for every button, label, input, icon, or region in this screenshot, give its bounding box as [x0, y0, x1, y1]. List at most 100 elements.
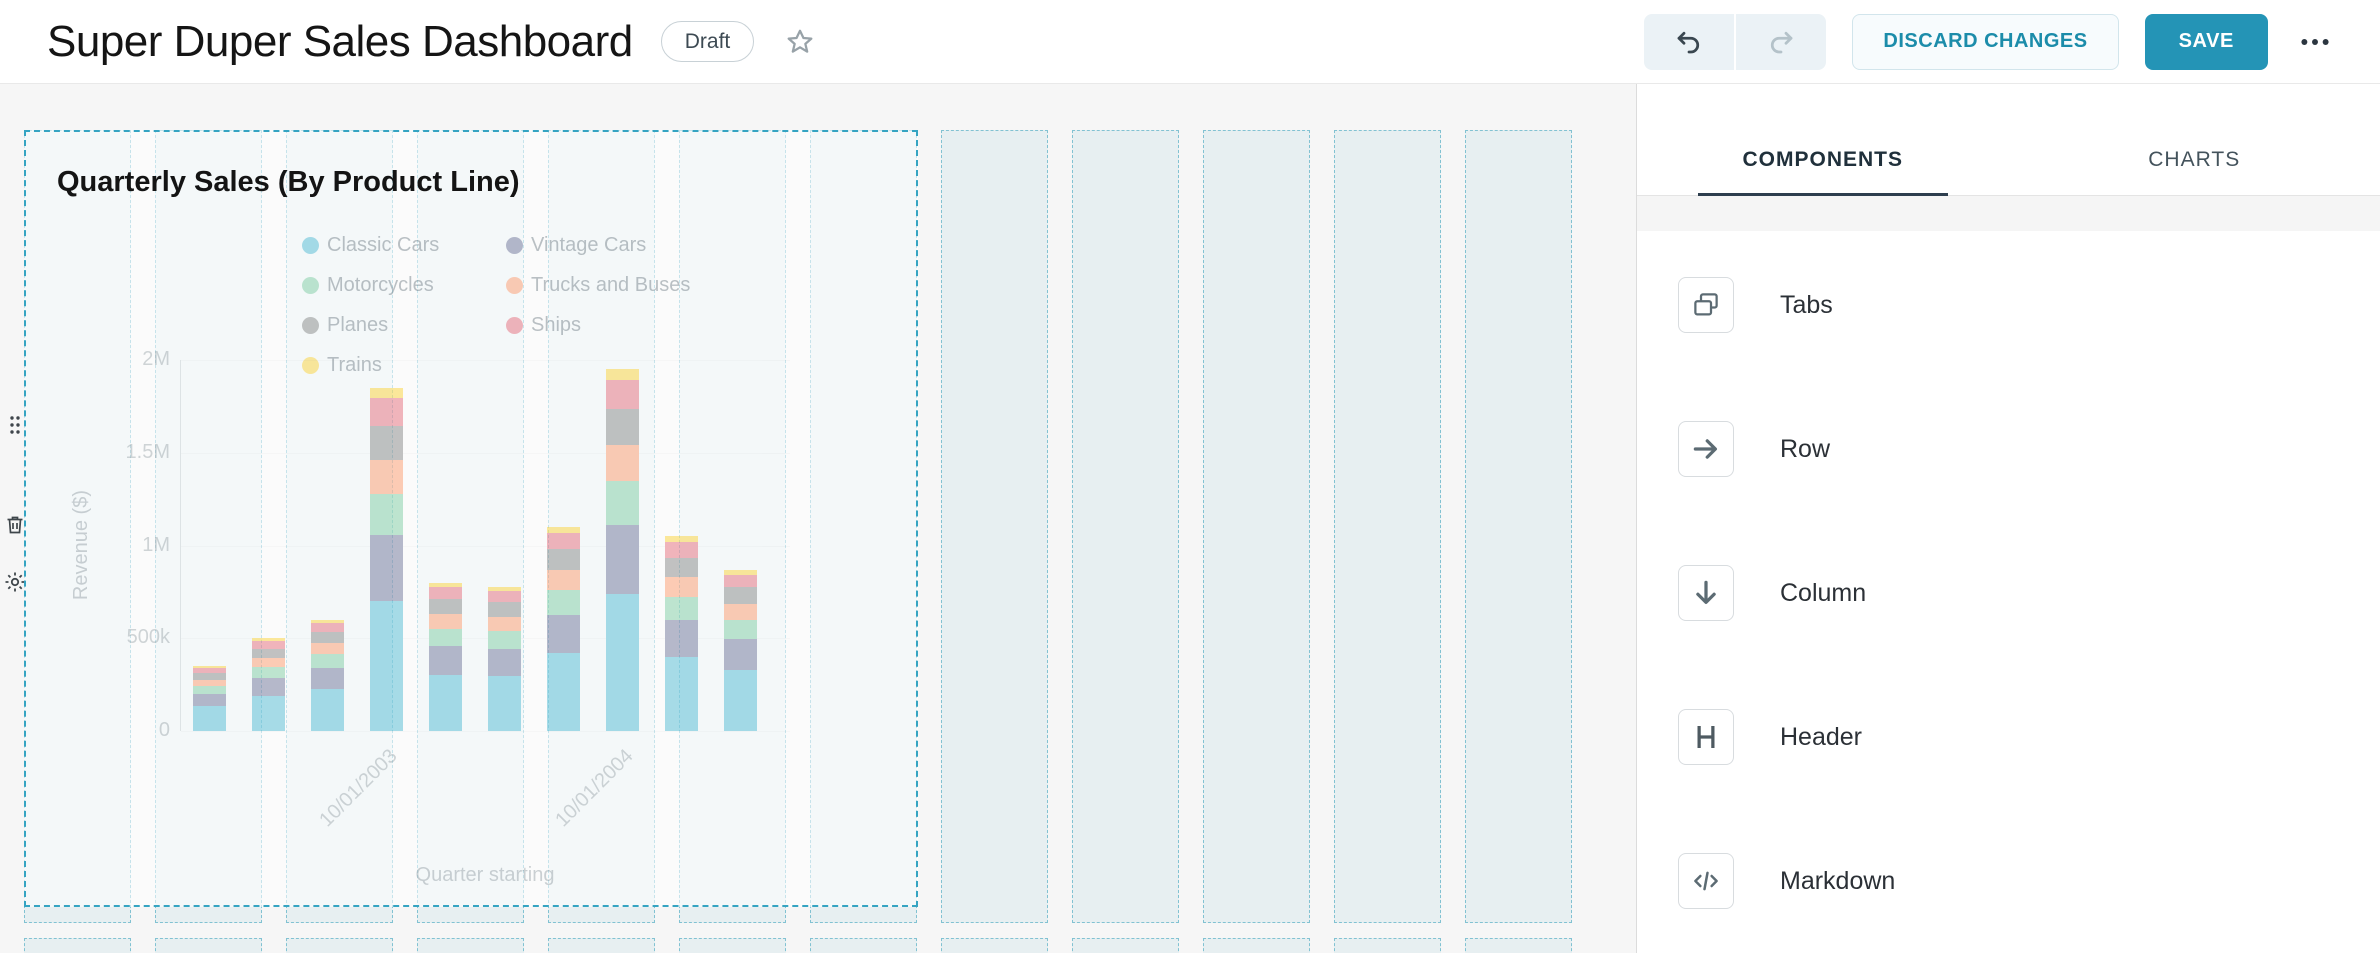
bar-segment	[606, 445, 639, 482]
component-item-label: Markdown	[1780, 866, 1896, 895]
grid-column-guide	[548, 938, 655, 953]
tab-charts[interactable]: CHARTS	[2148, 147, 2241, 171]
bar-segment	[724, 669, 757, 731]
bar-segment	[665, 596, 698, 620]
discard-changes-button[interactable]: DISCARD CHANGES	[1852, 13, 2119, 70]
drag-handle-icon[interactable]	[7, 411, 23, 444]
grid-column-guide	[1072, 130, 1179, 923]
bar-segment	[252, 695, 285, 731]
legend-label: Ships	[531, 313, 582, 336]
legend-label: Classic Cars	[327, 233, 440, 256]
legend-item: Planes	[302, 305, 439, 345]
bar-segment	[724, 639, 757, 670]
bar-segment	[429, 587, 462, 599]
header-bar: Super Duper Sales Dashboard Draft	[0, 0, 2380, 84]
bar-segment	[488, 602, 521, 617]
bar-segment	[724, 569, 757, 575]
gridline	[181, 731, 790, 732]
bar-segment	[252, 678, 285, 696]
undo-button[interactable]	[1644, 13, 1735, 70]
bar-stack	[193, 666, 226, 731]
legend-item: Motorcycles	[302, 265, 439, 305]
gridline	[181, 453, 790, 454]
row-settings-button[interactable]	[3, 570, 27, 594]
grid-column-guide	[1465, 130, 1572, 923]
component-item-label: Tabs	[1780, 290, 1833, 319]
legend-label: Trucks and Buses	[531, 273, 691, 296]
component-item-tabs[interactable]: Tabs	[1678, 233, 2380, 377]
save-button[interactable]: SAVE	[2144, 13, 2268, 70]
bar-segment	[370, 459, 403, 495]
bar-segment	[665, 542, 698, 558]
legend-dot	[302, 356, 319, 374]
more-options-button[interactable]	[2294, 21, 2336, 63]
y-tick-label: 1M	[142, 533, 170, 556]
undo-icon	[1678, 31, 1700, 53]
x-tick-label: 10/01/2003	[314, 745, 402, 832]
bar-segment	[547, 590, 580, 615]
bar-segment	[488, 586, 521, 591]
legend-label: Planes	[327, 313, 389, 336]
bar-segment	[370, 398, 403, 426]
bar-segment	[252, 667, 285, 679]
grid-column-guide	[24, 938, 131, 953]
bar-segment	[665, 657, 698, 731]
chart-component[interactable]: Quarterly Sales (By Product Line) Classi…	[24, 130, 918, 907]
bar-segment	[724, 619, 757, 640]
markdown-icon	[1678, 853, 1734, 909]
bar-segment	[724, 603, 757, 620]
bar-segment	[311, 623, 344, 632]
bar-segment	[193, 706, 226, 731]
legend-label: Motorcycles	[327, 273, 434, 296]
legend-item: Trains	[302, 345, 439, 385]
y-tick-label: 0	[158, 719, 170, 741]
component-item-column[interactable]: Column	[1678, 521, 2380, 665]
bar-segment	[429, 613, 462, 629]
tab-components[interactable]: COMPONENTS	[1637, 124, 2009, 195]
component-item-header[interactable]: Header	[1678, 665, 2380, 809]
redo-button[interactable]	[1736, 13, 1827, 70]
bar-segment	[370, 387, 403, 399]
bar-segment	[252, 657, 285, 668]
grid-column-guide	[1072, 938, 1179, 953]
bar-segment	[429, 646, 462, 675]
legend-label: Trains	[327, 353, 382, 376]
legend-dot	[302, 276, 319, 294]
page-title: Super Duper Sales Dashboard	[47, 16, 633, 66]
component-item-markdown[interactable]: Markdown	[1678, 809, 2380, 953]
grid-column-guide	[1203, 130, 1310, 923]
redo-icon	[1771, 31, 1793, 53]
bar-segment	[193, 673, 226, 680]
legend-dot	[302, 236, 319, 254]
bar-segment	[193, 693, 226, 707]
y-tick-label: 1.5M	[125, 440, 170, 463]
bar-segment	[606, 369, 639, 381]
component-item-row[interactable]: Row	[1678, 377, 2380, 521]
bar-segment	[370, 535, 403, 601]
grid-column-guide	[1334, 130, 1441, 923]
bar-segment	[370, 600, 403, 731]
bar-segment	[193, 686, 226, 694]
favorite-star-icon[interactable]	[780, 22, 820, 62]
dashboard-canvas: Quarterly Sales (By Product Line) Classi…	[0, 84, 1636, 953]
bar-segment	[193, 679, 226, 687]
bar-stack	[665, 536, 698, 731]
bar-segment	[429, 582, 462, 588]
legend-dot	[302, 316, 319, 334]
legend-item: Ships	[506, 305, 690, 345]
bar-segment	[547, 614, 580, 654]
bar-stack	[252, 638, 285, 731]
bar-segment	[547, 653, 580, 731]
bar-segment	[193, 667, 226, 674]
delete-row-button[interactable]	[3, 513, 27, 537]
bar-segment	[311, 619, 344, 624]
bar-segment	[311, 643, 344, 655]
column-arrow-icon	[1678, 565, 1734, 621]
grid-column-guide	[679, 938, 786, 953]
bar-segment	[547, 569, 580, 591]
grid-column-guide	[941, 938, 1048, 953]
bar-stack	[311, 619, 344, 731]
